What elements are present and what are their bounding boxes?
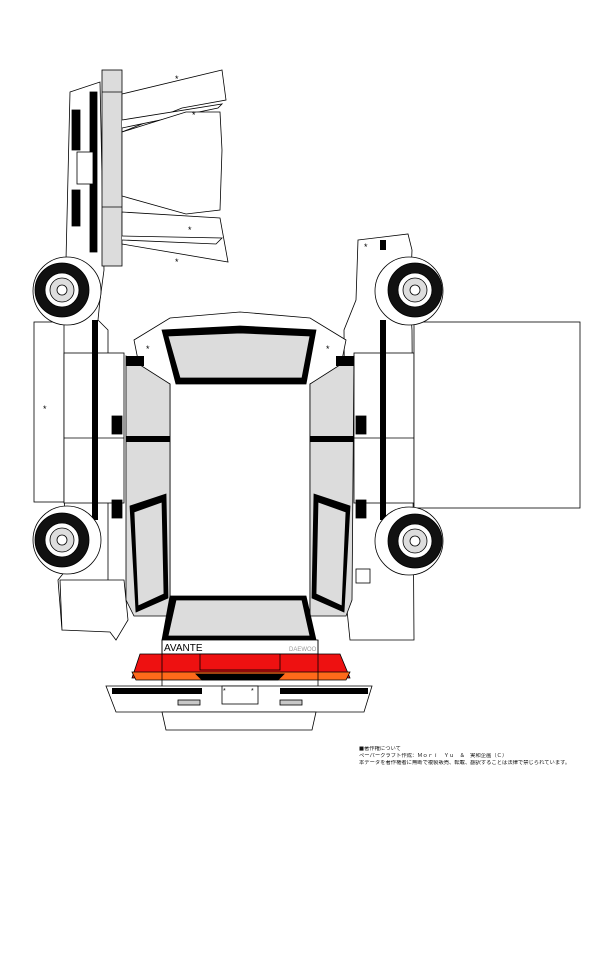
svg-text:*: *	[175, 257, 179, 267]
copyright-notes: ■著作権について ペーパークラフト作成：Ｍｏｒｉ Ｙｕ ＆ 実和企画（Ｃ） 本デ…	[359, 746, 609, 768]
wheel-rear-left	[32, 505, 102, 575]
notes-line-author: ペーパークラフト作成：Ｍｏｒｉ Ｙｕ ＆ 実和企画（Ｃ）	[359, 753, 508, 760]
svg-text:*: *	[364, 242, 368, 252]
trunk-tail: * *	[105, 639, 373, 731]
svg-text:*: *	[326, 344, 330, 354]
left-side-panel: *	[33, 81, 129, 641]
svg-text:*: *	[43, 404, 47, 414]
svg-text:*: *	[146, 344, 150, 354]
notes-line-legal: 本データを著作権者に無断で複製販売、転載、翻訳することは法律で禁じられています。	[359, 760, 571, 767]
cabin-roof: * *	[111, 311, 367, 641]
svg-text:*: *	[192, 110, 196, 120]
svg-text:*: *	[223, 688, 226, 695]
notes-heading: ■著作権について	[359, 746, 401, 752]
maker-badge: DAEWOO	[289, 647, 317, 653]
svg-text:*: *	[251, 688, 254, 695]
svg-text:*: *	[175, 74, 179, 84]
hood-panel: * * * *	[101, 69, 229, 267]
model-badge: AVANTE	[164, 643, 203, 654]
wheel-rear-right	[374, 506, 444, 576]
wheel-front-right	[374, 256, 444, 326]
svg-text:*: *	[188, 225, 192, 235]
wheel-front-left	[32, 256, 102, 326]
